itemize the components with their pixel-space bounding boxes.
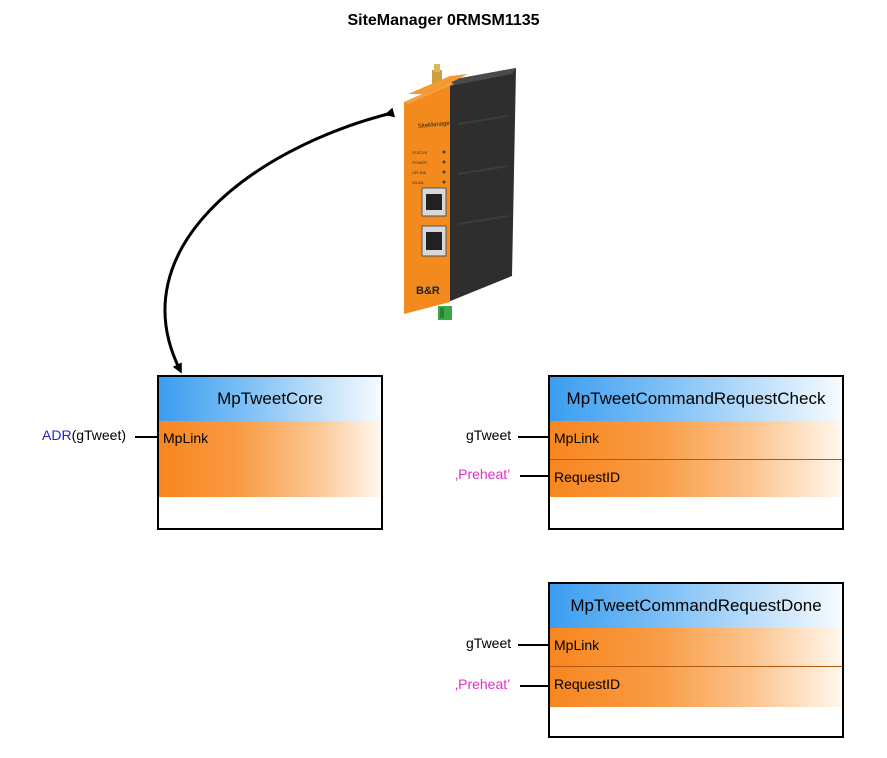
function-block-mptweetcommandrequestdone[interactable]: MpTweetCommandRequestDone MpLink Request… bbox=[548, 582, 844, 738]
input-adr-gtweet: ADR(gTweet) bbox=[42, 427, 127, 443]
sitemanager-device-image: SiteManager STATUS POWER UPLINK WLAN B&R bbox=[404, 64, 516, 320]
input-gtweet: gTweet bbox=[466, 635, 512, 651]
ethernet-port-uplink-icon bbox=[421, 187, 447, 217]
device-label: SiteManager bbox=[418, 120, 452, 130]
input-wire bbox=[518, 436, 548, 438]
input-preheat: ‚Preheat’ bbox=[455, 466, 511, 482]
led-label-status: STATUS bbox=[412, 150, 428, 155]
pin-mplink: MpLink bbox=[163, 430, 209, 446]
pin-requestid: RequestID bbox=[554, 676, 621, 692]
input-wire bbox=[520, 475, 548, 477]
function-block-mptweetcore[interactable]: MpTweetCore MpLink bbox=[157, 375, 383, 530]
pin-mplink: MpLink bbox=[554, 430, 600, 446]
pin-requestid: RequestID bbox=[554, 469, 621, 485]
pin-mplink: MpLink bbox=[554, 637, 600, 653]
diagram-title: SiteManager 0RMSM1135 bbox=[347, 12, 540, 29]
ethernet-port-lan-icon bbox=[421, 225, 447, 257]
input-wire bbox=[520, 685, 548, 687]
led-label-power: POWER bbox=[412, 160, 427, 165]
input-preheat: ‚Preheat’ bbox=[455, 676, 511, 692]
device-logo: B&R bbox=[416, 285, 440, 297]
led-label-uplink: UPLINK bbox=[412, 170, 427, 175]
function-block-mptweetcommandrequestcheck[interactable]: MpTweetCommandRequestCheck MpLink Reques… bbox=[548, 375, 844, 530]
led-label-wlan: WLAN bbox=[412, 180, 424, 185]
function-block-title: MpTweetCommandRequestDone bbox=[550, 584, 842, 628]
input-wire bbox=[135, 436, 157, 438]
input-gtweet: gTweet bbox=[466, 427, 512, 443]
input-wire bbox=[518, 644, 548, 646]
function-block-title: MpTweetCommandRequestCheck bbox=[550, 377, 842, 421]
function-block-title: MpTweetCore bbox=[159, 377, 381, 421]
